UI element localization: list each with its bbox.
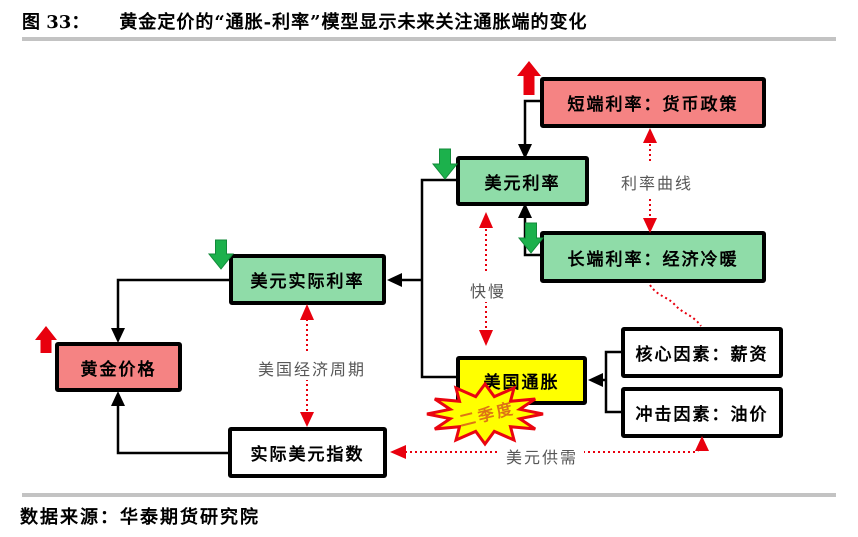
bottom-separator bbox=[22, 493, 836, 497]
figure-title: 黄金定价的“通胀-利率”模型显示未来关注通胀端的变化 bbox=[119, 12, 588, 33]
edge-label-pace: 快慢 bbox=[458, 278, 518, 302]
node-long-rate: 长端利率：经济冷暖 bbox=[540, 231, 766, 283]
node-shock-factor: 冲击因素：油价 bbox=[621, 387, 783, 438]
node-gold-price: 黄金价格 bbox=[55, 342, 182, 392]
node-core-factor: 核心因素：薪资 bbox=[621, 327, 783, 378]
node-usd-rate: 美元利率 bbox=[456, 156, 589, 206]
node-real-rate: 美元实际利率 bbox=[229, 254, 386, 305]
node-short-rate: 短端利率：货币政策 bbox=[540, 77, 766, 128]
node-real-usd-index: 实际美元指数 bbox=[228, 427, 387, 478]
figure-number: 图 33： bbox=[22, 12, 90, 33]
edge-label-rate-curve: 利率曲线 bbox=[613, 170, 701, 194]
top-separator bbox=[22, 37, 836, 41]
edge-label-us-cycle: 美国经济周期 bbox=[254, 356, 370, 380]
red-up-arrow-icon bbox=[35, 61, 541, 353]
edge-label-usd-supply-demand: 美元供需 bbox=[500, 444, 584, 468]
data-source: 数据来源：华泰期货研究院 bbox=[20, 507, 260, 528]
figure-header: 图 33： 黄金定价的“通胀-利率”模型显示未来关注通胀端的变化 bbox=[22, 8, 836, 34]
